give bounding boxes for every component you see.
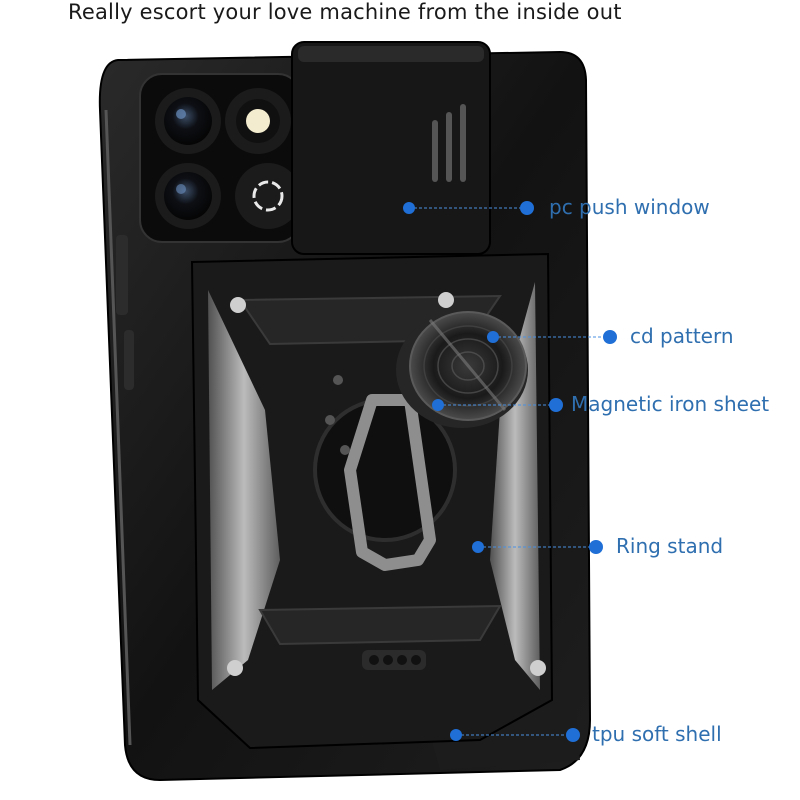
headline: Really escort your love machine from the…	[68, 0, 622, 24]
callout-label-cd-pattern: cd pattern	[630, 324, 734, 348]
callout-label-ring-stand: Ring stand	[616, 534, 724, 558]
camera-module	[139, 73, 301, 243]
callout-label-tpu-soft-shell: tpu soft shell	[592, 722, 722, 746]
ring-stand	[313, 375, 457, 571]
callout-leaders	[403, 201, 617, 742]
callout-label-push-window: pc push window	[549, 195, 710, 219]
callout-label-magnetic-iron-sheet: Magnetic iron sheet	[571, 392, 770, 416]
cd-pattern-disc	[396, 311, 528, 428]
push-window-slider	[291, 41, 491, 255]
